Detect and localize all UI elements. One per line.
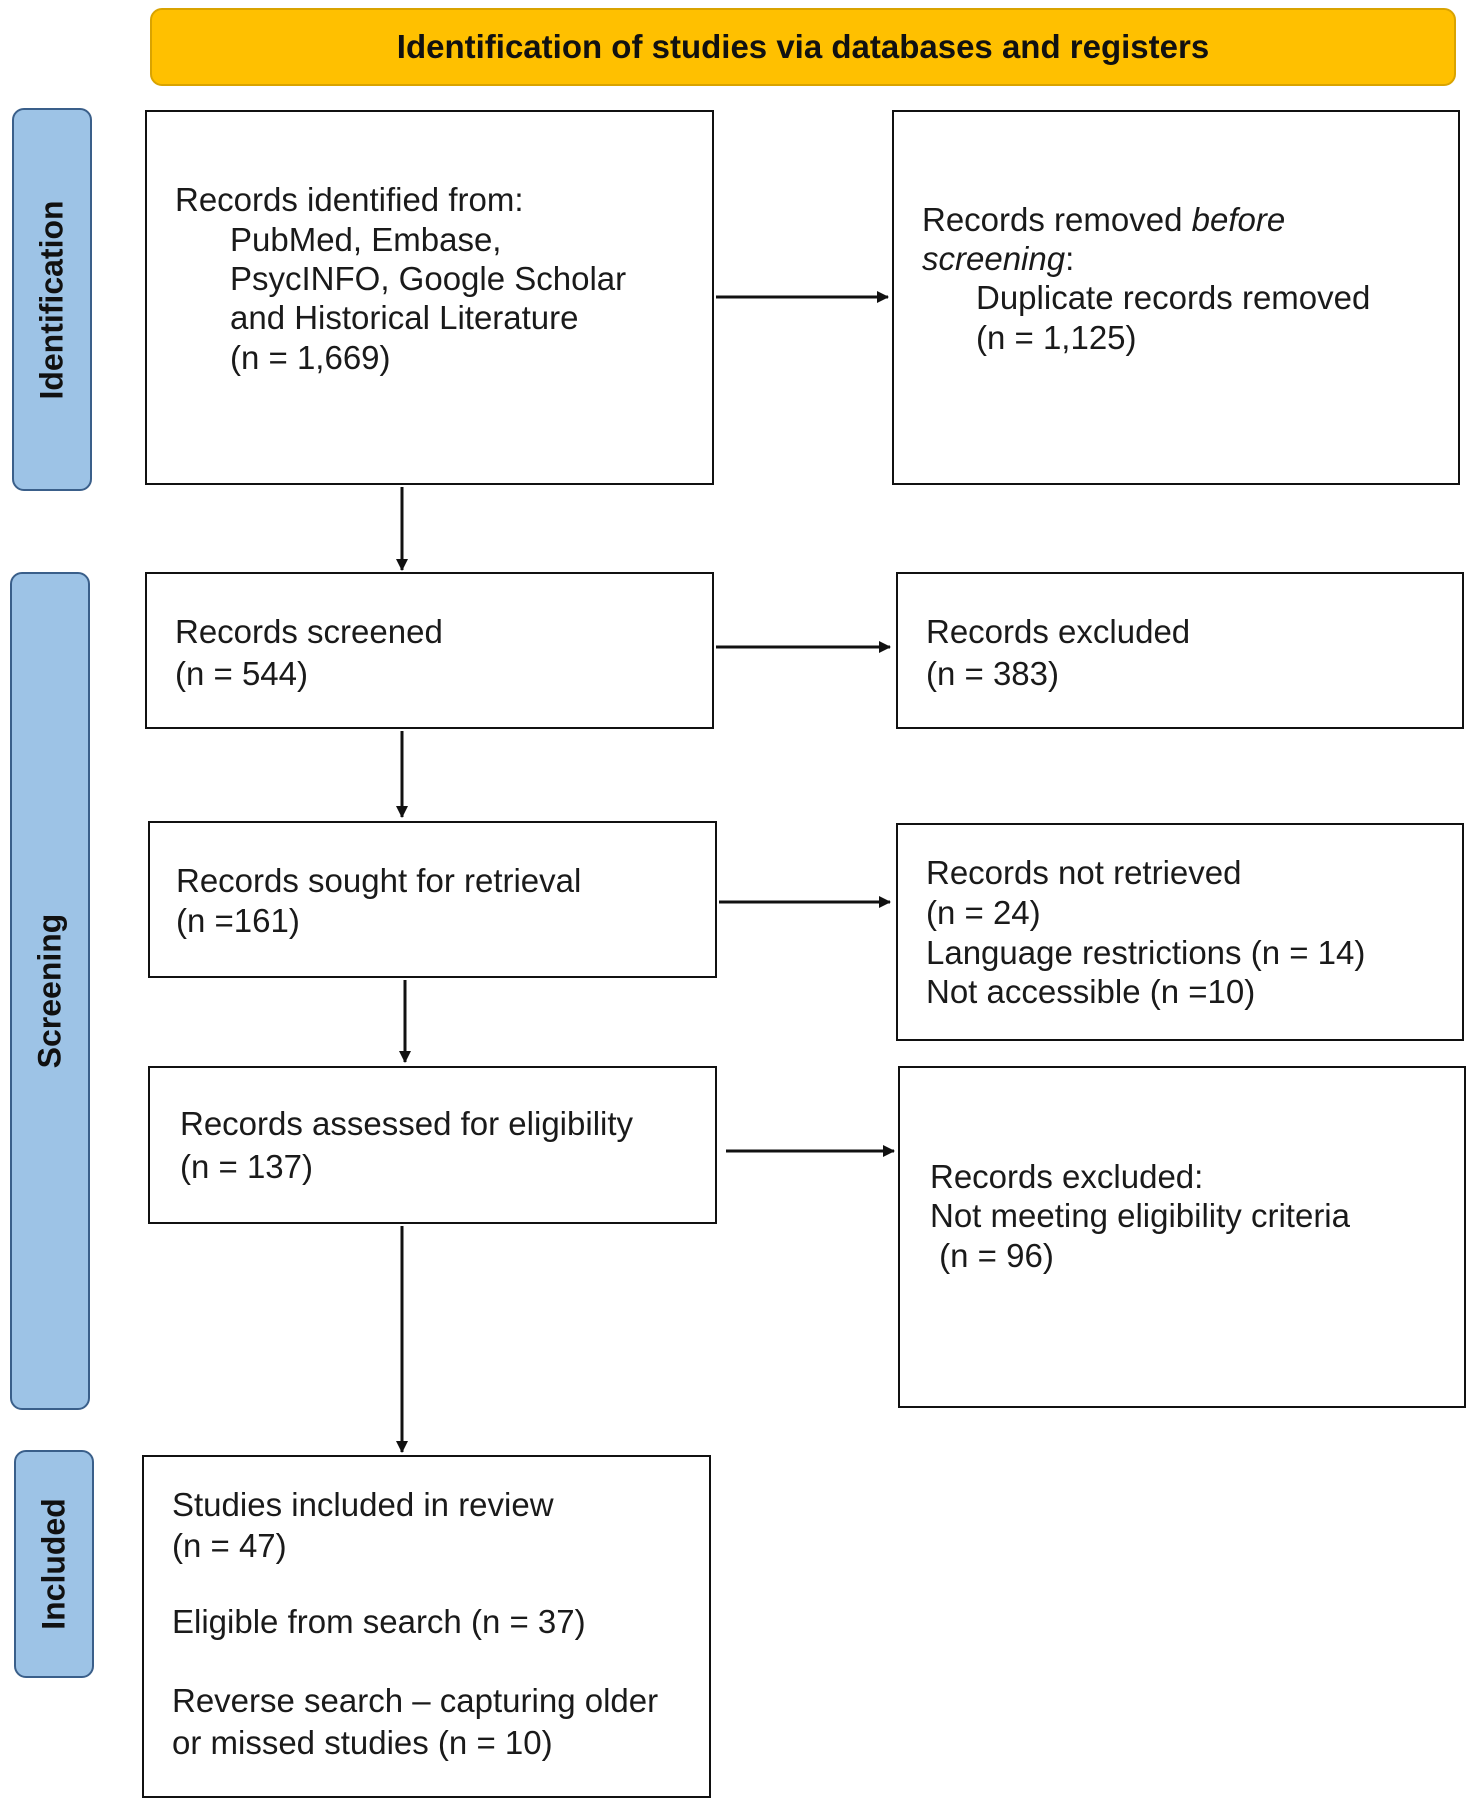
excluded-eligibility-line3: (n = 96) (930, 1237, 1054, 1274)
records-removed-box: Records removed before screening: Duplic… (892, 110, 1460, 485)
studies-included-box: Studies included in review (n = 47) Elig… (142, 1455, 711, 1798)
excluded-eligibility-line2: Not meeting eligibility criteria (930, 1197, 1350, 1234)
header-title: Identification of studies via databases … (396, 28, 1210, 65)
not-retrieved-line2: (n = 24) (926, 894, 1041, 931)
sought-line1: Records sought for retrieval (176, 862, 582, 899)
removed-line1: Records removed before (922, 200, 1285, 240)
removed-line3: Duplicate records removed (976, 279, 1371, 316)
included-line3: Eligible from search (n = 37) (172, 1603, 586, 1640)
identified-line1: Records identified from: (175, 181, 524, 218)
records-excluded-box: Records excluded (n = 383) (896, 572, 1464, 729)
identified-line2: PubMed, Embase, (230, 221, 502, 258)
included-line4: Reverse search – capturing older (172, 1682, 659, 1719)
not-retrieved-line4: Not accessible (n =10) (926, 973, 1256, 1010)
records-excluded-eligibility-box: Records excluded: Not meeting eligibilit… (898, 1066, 1466, 1408)
records-assessed-box: Records assessed for eligibility (n = 13… (148, 1066, 717, 1224)
records-not-retrieved-box: Records not retrieved (n = 24) Language … (896, 823, 1464, 1041)
removed-line1-italic: before (1191, 201, 1286, 238)
phase-identification: Identification (12, 108, 92, 491)
excluded-line2: (n = 383) (926, 655, 1059, 692)
identified-line4: and Historical Literature (230, 299, 579, 336)
assessed-line1: Records assessed for eligibility (180, 1105, 634, 1142)
not-retrieved-line3: Language restrictions (n = 14) (926, 934, 1366, 971)
included-line2: (n = 47) (172, 1527, 287, 1564)
screened-line2: (n = 544) (175, 655, 308, 692)
excluded-line1: Records excluded (926, 613, 1191, 650)
included-line5: or missed studies (n = 10) (172, 1724, 553, 1761)
identified-line3: PsycINFO, Google Scholar (230, 260, 627, 297)
removed-line2-italic: screening (922, 240, 1066, 277)
removed-line2: screening: (922, 239, 1074, 279)
records-sought-box: Records sought for retrieval (n =161) (148, 821, 717, 978)
not-retrieved-line1: Records not retrieved (926, 854, 1242, 891)
removed-line4: (n = 1,125) (976, 319, 1137, 356)
identified-line5: (n = 1,669) (230, 339, 391, 376)
included-line1: Studies included in review (172, 1486, 554, 1523)
assessed-line2: (n = 137) (180, 1148, 313, 1185)
records-identified-box: Records identified from: PubMed, Embase,… (145, 110, 714, 485)
records-screened-box: Records screened (n = 544) (145, 572, 714, 729)
excluded-eligibility-line1: Records excluded: (930, 1158, 1204, 1195)
phase-included: Included (14, 1450, 94, 1678)
screened-line1: Records screened (175, 613, 443, 650)
header-banner: Identification of studies via databases … (150, 8, 1456, 86)
sought-line2: (n =161) (176, 902, 300, 939)
removed-line1-plain: Records removed (922, 201, 1192, 238)
phase-screening: Screening (10, 572, 90, 1410)
removed-line2-colon: : (1065, 240, 1075, 277)
